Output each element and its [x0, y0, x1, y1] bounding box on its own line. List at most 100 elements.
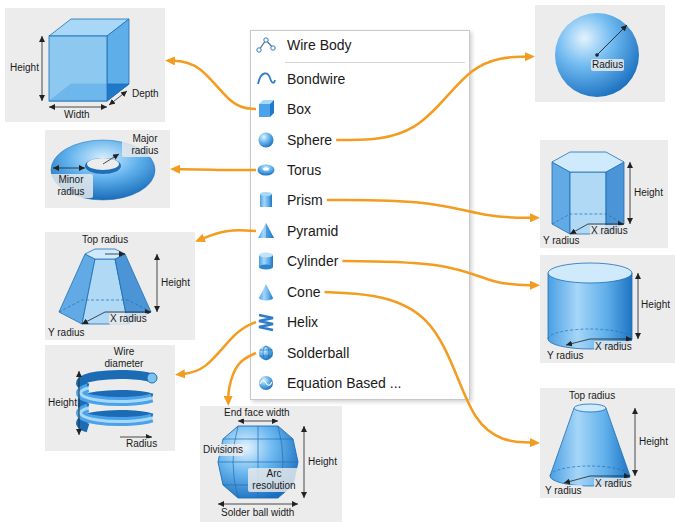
- torus-figure-part: [53, 168, 85, 169]
- menu-item: Helix: [256, 312, 322, 332]
- menu-item-label: Prism: [287, 190, 323, 210]
- shape-preview-panel: Major radiusMinor radius: [45, 130, 170, 208]
- prism-icon: [260, 192, 272, 207]
- sphere-figure-part: [555, 13, 639, 97]
- dimension-label: Y radius: [47, 327, 86, 339]
- dimension-label: Height: [47, 397, 78, 409]
- solderball-icon-part: [259, 346, 273, 360]
- menu-item: Cylinder: [256, 251, 342, 271]
- wire-body-icon-part: [271, 46, 275, 50]
- shape-preview-panel: HeightWidth Depth: [5, 8, 165, 122]
- torus-icon-part: [258, 165, 275, 176]
- cone-figure-part: [590, 476, 630, 477]
- menu-item-label: Cylinder: [287, 251, 338, 271]
- prism-icon-part: [260, 192, 272, 196]
- shape-preview-panel: HeightY radiusX radius: [540, 140, 668, 248]
- solderball-icon-part: [260, 350, 273, 356]
- dimension-label: Height: [638, 436, 669, 448]
- torus-figure-part: [85, 158, 121, 174]
- helix-figure-part: [81, 374, 152, 428]
- solderball-figure-part: [238, 421, 278, 422]
- helix-icon-part: [259, 315, 273, 330]
- torus-icon-part: [263, 168, 269, 171]
- shape-preview-panel: Top radiusHeightY radiusX radius: [45, 232, 195, 340]
- sphere-icon: [259, 133, 274, 148]
- dimension-label: X radius: [590, 225, 629, 237]
- menu-item-label: Wire Body: [287, 35, 352, 55]
- sphere-figure-part: [597, 25, 627, 55]
- dimension-label: Top radius: [568, 390, 616, 402]
- menu-item: Equation Based ...: [256, 373, 405, 393]
- cylinder-figure-part: [638, 273, 639, 339]
- menu-item-label: Solderball: [287, 343, 349, 363]
- menu-item-label: Helix: [287, 312, 318, 332]
- menu-connector: [228, 353, 256, 402]
- cylinder-figure-part: [548, 329, 632, 339]
- shape-preview-panel: End face widthDivisionsHeightArc resolut…: [200, 406, 342, 522]
- prism-figure-part: [552, 214, 624, 224]
- cone-figure-part: [564, 476, 590, 483]
- cylinder-icon-part: [259, 265, 273, 270]
- dimension-label: X radius: [594, 478, 633, 490]
- dimension-label: Height: [9, 62, 40, 74]
- wire-body-icon-part: [257, 48, 261, 52]
- torus-icon: [258, 165, 275, 176]
- box-figure-part: [109, 91, 127, 105]
- cone-figure-part: [550, 408, 630, 486]
- context-menu: [250, 30, 470, 400]
- cylinder-figure-part: [548, 263, 632, 283]
- dimension-label: Wire diameter: [95, 346, 153, 370]
- pyramid-figure-part: [59, 300, 151, 312]
- dimension-label: Minor radius: [49, 174, 93, 198]
- wire-body-icon-part: [264, 38, 268, 42]
- menu-connector: [342, 261, 536, 285]
- cone-figure-part: [635, 408, 636, 476]
- dimension-label: Major radius: [122, 133, 168, 157]
- menu-item-label: Sphere: [287, 130, 332, 150]
- pyramid-figure-part: [157, 254, 158, 312]
- box-figure-part: [42, 36, 43, 101]
- pyramid-icon-part: [258, 223, 274, 238]
- menu-item-label: Pyramid: [287, 221, 338, 241]
- dimension-label: Depth: [131, 88, 160, 100]
- dimension-label: Width: [63, 109, 91, 121]
- menu-item: Torus: [256, 160, 325, 180]
- menu-item: Sphere: [256, 130, 336, 150]
- dimension-label: Radius: [591, 59, 624, 71]
- dimension-label: Y radius: [542, 235, 581, 247]
- dimension-label: End face width: [223, 407, 291, 419]
- menu-connector: [174, 168, 256, 171]
- dimension-label: Height: [307, 456, 338, 468]
- helix-figure-part: [79, 371, 80, 435]
- solderball-icon: [259, 346, 273, 360]
- wire-body-icon: [257, 38, 275, 52]
- helix-icon: [259, 315, 273, 330]
- dimension-label: Y radius: [544, 485, 583, 497]
- equation-icon: [259, 376, 273, 390]
- shape-preview-panel: Radius: [535, 5, 665, 102]
- menu-connector: [324, 292, 536, 443]
- pyramid-figure-part: [82, 312, 105, 324]
- menu-item-label: Torus: [287, 160, 321, 180]
- solderball-icon-part: [263, 346, 269, 360]
- cone-icon-part: [259, 284, 273, 301]
- menu-connector: [199, 230, 256, 240]
- shape-preview-panel: HeightY radiusX radius: [540, 255, 675, 363]
- sphere-figure: [535, 5, 665, 102]
- menu-connector: [327, 200, 536, 218]
- cone-figure-part: [550, 466, 630, 476]
- helix-figure-part: [81, 388, 152, 422]
- prism-figure-part: [570, 224, 588, 234]
- menu-item-label: Box: [287, 99, 311, 119]
- prism-figure-part: [552, 162, 570, 234]
- dimension-label: Height: [160, 277, 191, 289]
- solderball-figure-part: [218, 504, 298, 505]
- dimension-label: X radius: [109, 313, 148, 325]
- solderball-figure-part: [304, 426, 305, 498]
- cone-icon: [259, 284, 273, 301]
- pyramid-icon-part: [266, 223, 274, 238]
- equation-icon-part: [260, 381, 272, 386]
- prism-figure-part: [630, 162, 631, 224]
- menu-item: Pyramid: [256, 221, 342, 241]
